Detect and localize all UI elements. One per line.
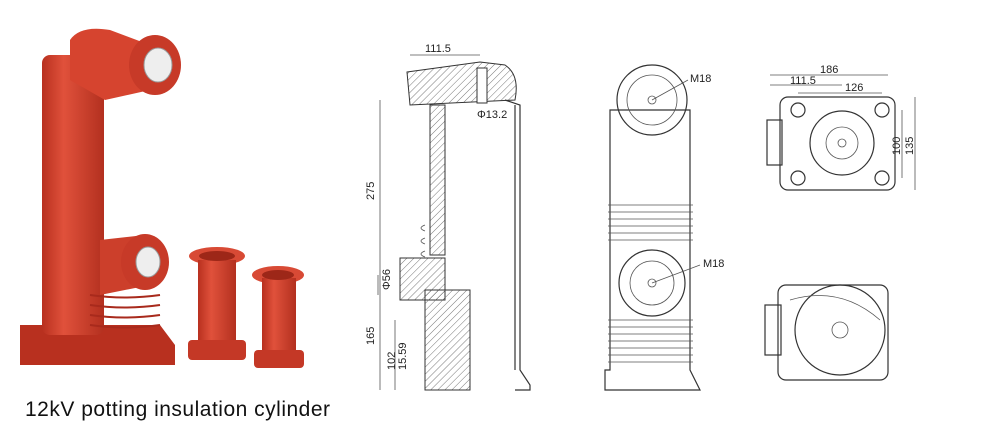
small-cylinder-photo-2 — [252, 266, 304, 368]
section-view-drawing: 111.5 Φ13.2 275 Φ56 165 102 15.59 — [365, 43, 531, 391]
dim-inner-height: 100 — [891, 137, 903, 155]
caption: 12kV potting insulation cylinder — [25, 398, 331, 421]
label-lower-thread: M18 — [703, 258, 724, 270]
small-cylinder-photo-1 — [188, 247, 246, 360]
dim-lower-height: 165 — [365, 327, 377, 345]
dim-overall-width: 186 — [820, 64, 838, 76]
dim-outer-height: 135 — [904, 137, 916, 155]
dim-bellows-height: 102 — [386, 352, 398, 370]
dim-port-diameter: Φ56 — [381, 269, 393, 290]
dim-fin-pitch: 15.59 — [397, 342, 409, 370]
bottom-view-drawing — [764, 284, 889, 381]
dim-offset: 111.5 — [790, 75, 816, 87]
dim-hole: Φ13.2 — [477, 109, 507, 121]
dim-top-width: 111.5 — [425, 43, 451, 55]
front-view-drawing: M18 M18 — [604, 64, 724, 391]
main-cylinder-photo — [20, 28, 181, 365]
dim-hole-spacing: 126 — [845, 82, 863, 94]
dim-height-total: 275 — [365, 182, 377, 200]
label-upper-thread: M18 — [690, 73, 711, 85]
top-view-drawing: 186 111.5 126 100 135 — [766, 64, 916, 191]
